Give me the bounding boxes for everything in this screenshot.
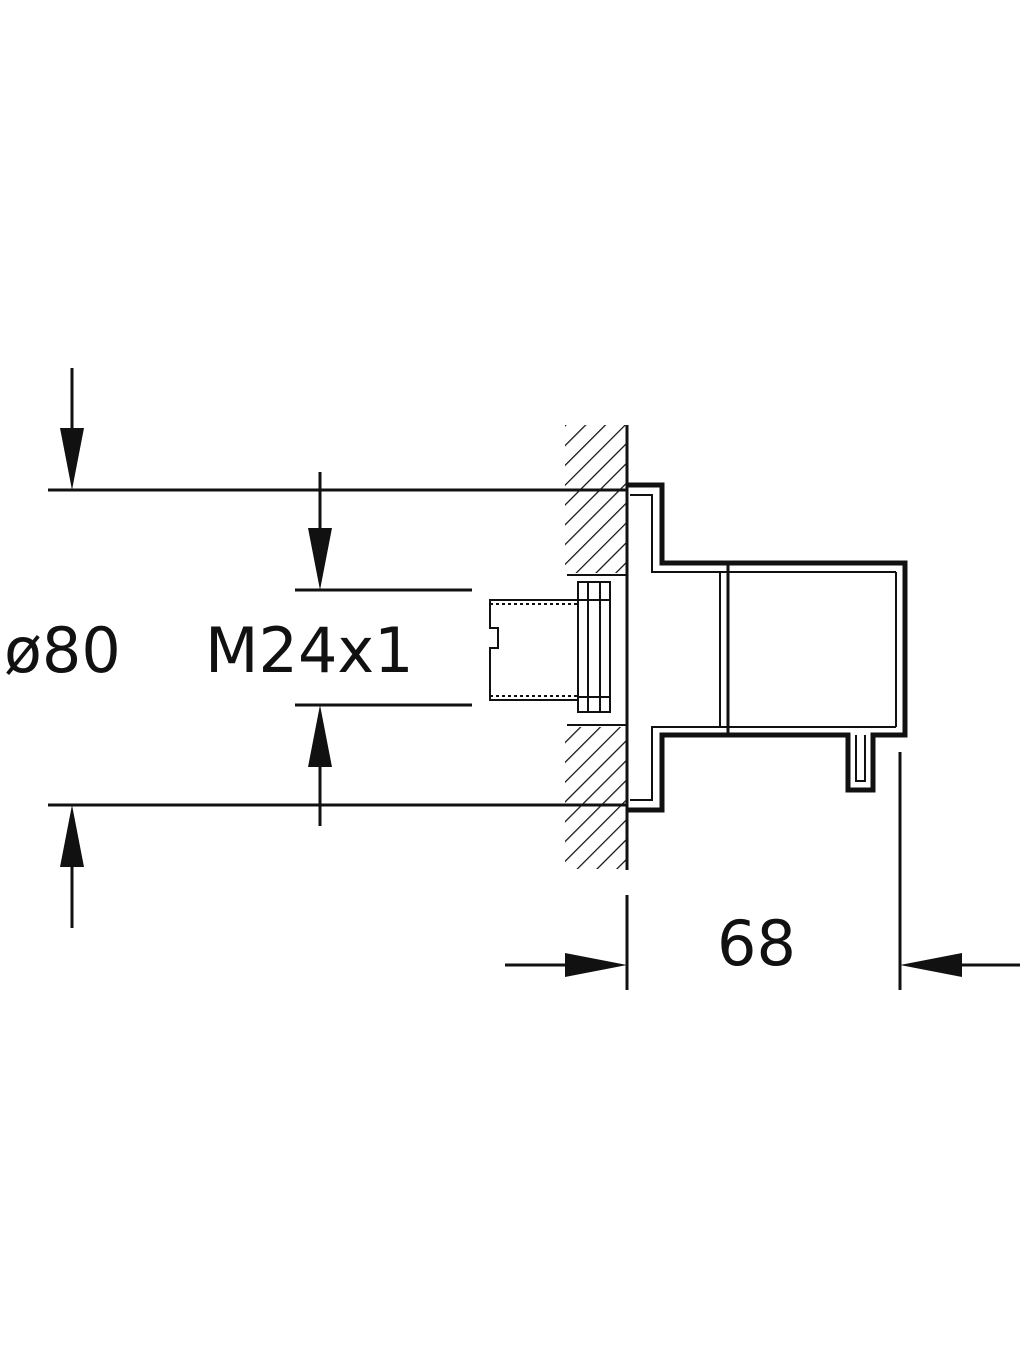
projection-arrow-head-right bbox=[565, 953, 627, 977]
diameter-label: ø80 bbox=[4, 614, 121, 687]
stem-outline bbox=[489, 599, 578, 701]
valve-handle bbox=[627, 482, 908, 813]
rosette-outer bbox=[627, 482, 908, 813]
diameter-dimension: ø80 bbox=[4, 368, 627, 928]
thread-label: M24x1 bbox=[205, 614, 414, 687]
thread-arrow-head-down bbox=[308, 528, 332, 590]
handle-tab-inner bbox=[855, 735, 866, 782]
wall-section bbox=[565, 425, 629, 870]
threaded-stem bbox=[489, 574, 627, 726]
projection-label: 68 bbox=[717, 907, 796, 980]
projection-arrow-head-left bbox=[900, 953, 962, 977]
wall-hatch-upper bbox=[565, 425, 627, 573]
thread-dimension: M24x1 bbox=[205, 472, 472, 826]
projection-dimension: 68 bbox=[505, 752, 1020, 990]
arrow-head-down bbox=[60, 428, 84, 490]
hex-nut bbox=[577, 581, 611, 713]
wall-hatch-lower bbox=[565, 727, 627, 869]
rosette-inner bbox=[630, 494, 721, 801]
arrow-head-up bbox=[60, 805, 84, 867]
thread-arrow-head-up bbox=[308, 705, 332, 767]
